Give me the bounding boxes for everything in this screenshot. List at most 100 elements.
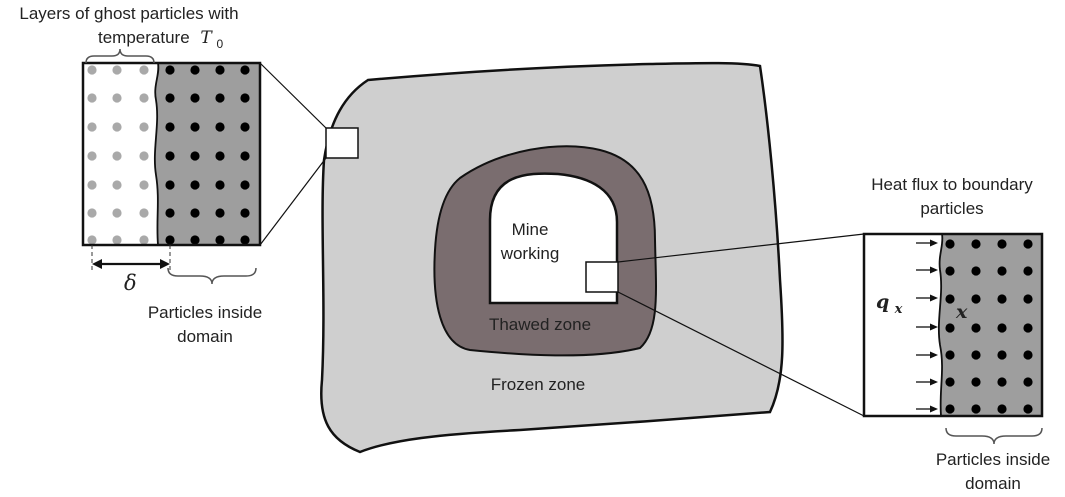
- domain-particle: [997, 350, 1007, 360]
- domain-particle: [215, 180, 225, 190]
- qx-symbol: q: [876, 291, 889, 313]
- domain-particle: [945, 294, 955, 304]
- right-panel-frame: [862, 232, 1044, 418]
- left-ghost-particles: [87, 65, 149, 245]
- zoom-box-right: [585, 261, 619, 293]
- mine-working-label-line1: Mine: [512, 220, 549, 239]
- domain-particle: [240, 93, 250, 103]
- domain-particle: [1023, 323, 1033, 333]
- left-particles-inside-line1: Particles inside: [148, 303, 262, 322]
- domain-particle: [945, 266, 955, 276]
- ghost-particle: [112, 122, 122, 132]
- domain-particle: [215, 65, 225, 75]
- domain-particle: [215, 208, 225, 218]
- domain-particle: [190, 151, 200, 161]
- domain-particle: [165, 208, 175, 218]
- heat-flux-label-line1: Heat flux to boundary: [871, 175, 1033, 194]
- domain-particle: [190, 65, 200, 75]
- domain-particle: [997, 377, 1007, 387]
- domain-particle: [971, 323, 981, 333]
- domain-particle: [240, 65, 250, 75]
- domain-particle: [1023, 266, 1033, 276]
- right-detail-panel: [862, 232, 1044, 418]
- ghost-particle: [139, 235, 149, 245]
- domain-particle: [971, 404, 981, 414]
- domain-particle: [997, 239, 1007, 249]
- ghost-particle: [112, 180, 122, 190]
- domain-particle: [997, 294, 1007, 304]
- left-panel-frame: [81, 61, 262, 247]
- domain-particle: [165, 180, 175, 190]
- domain-particle: [945, 239, 955, 249]
- domain-particle: [215, 235, 225, 245]
- ghost-particle: [139, 65, 149, 75]
- ghost-particle: [139, 180, 149, 190]
- heat-flux-arrows: [916, 239, 938, 413]
- x-point-label: x: [955, 301, 968, 323]
- domain-particle: [240, 151, 250, 161]
- domain-particle: [190, 235, 200, 245]
- right-particles-inside-line2: domain: [965, 474, 1021, 492]
- domain-particle: [1023, 294, 1033, 304]
- ghost-particle: [87, 180, 97, 190]
- left-detail-panel: [81, 61, 262, 247]
- ghost-layers-label-temperature: temperature: [98, 28, 190, 47]
- right-particles-inside-line1: Particles inside: [936, 450, 1050, 469]
- domain-particle: [1023, 404, 1033, 414]
- heat-flux-arrowhead: [930, 239, 938, 247]
- domain-particle: [1023, 350, 1033, 360]
- left-panel-domain-area: [154, 63, 260, 245]
- callout-line-left-bottom: [259, 157, 327, 246]
- heat-flux-arrowhead: [930, 405, 938, 413]
- left-domain-brace: [167, 267, 257, 285]
- heat-flux-label-line2: particles: [920, 199, 983, 218]
- domain-particle: [165, 151, 175, 161]
- delta-arrowhead-left: [92, 259, 102, 269]
- domain-particle: [971, 294, 981, 304]
- callout-line-right-top: [617, 233, 865, 263]
- domain-particle: [971, 266, 981, 276]
- domain-particle: [165, 122, 175, 132]
- zoom-box-left: [325, 127, 359, 159]
- mine-working-label-line2: working: [500, 244, 560, 263]
- domain-particle: [1023, 239, 1033, 249]
- domain-particle: [945, 323, 955, 333]
- domain-particle: [945, 377, 955, 387]
- ghost-particle: [112, 93, 122, 103]
- domain-particle: [971, 350, 981, 360]
- delta-label: δ: [124, 271, 137, 295]
- domain-particle: [215, 122, 225, 132]
- qx-label: q x: [876, 291, 903, 317]
- left-particles-inside-line2: domain: [177, 327, 233, 346]
- domain-particle: [190, 180, 200, 190]
- left-domain-particles: [165, 65, 250, 245]
- domain-particle: [165, 93, 175, 103]
- domain-particle: [997, 323, 1007, 333]
- ghost-temp-subscript: 0: [216, 37, 223, 51]
- ghost-particle: [87, 93, 97, 103]
- domain-particle: [190, 93, 200, 103]
- ghost-particle: [112, 235, 122, 245]
- heat-flux-arrowhead: [930, 351, 938, 359]
- right-domain-particles: [945, 239, 1033, 414]
- ghost-particle: [112, 151, 122, 161]
- ghost-layers-label-line2: temperature T 0: [98, 28, 223, 51]
- ghost-particle: [139, 208, 149, 218]
- ghost-temp-symbol: T: [200, 28, 213, 48]
- domain-particle: [190, 208, 200, 218]
- domain-particle: [240, 122, 250, 132]
- domain-particle: [165, 235, 175, 245]
- domain-particle: [240, 180, 250, 190]
- ghost-particle: [112, 65, 122, 75]
- ghost-layers-brace: [85, 48, 155, 64]
- domain-particle: [1023, 377, 1033, 387]
- domain-particle: [240, 208, 250, 218]
- right-panel-domain-area: [938, 234, 1042, 416]
- domain-particle: [971, 377, 981, 387]
- ghost-particle: [139, 93, 149, 103]
- domain-particle: [190, 122, 200, 132]
- domain-particle: [945, 404, 955, 414]
- callout-line-left-top: [259, 62, 327, 129]
